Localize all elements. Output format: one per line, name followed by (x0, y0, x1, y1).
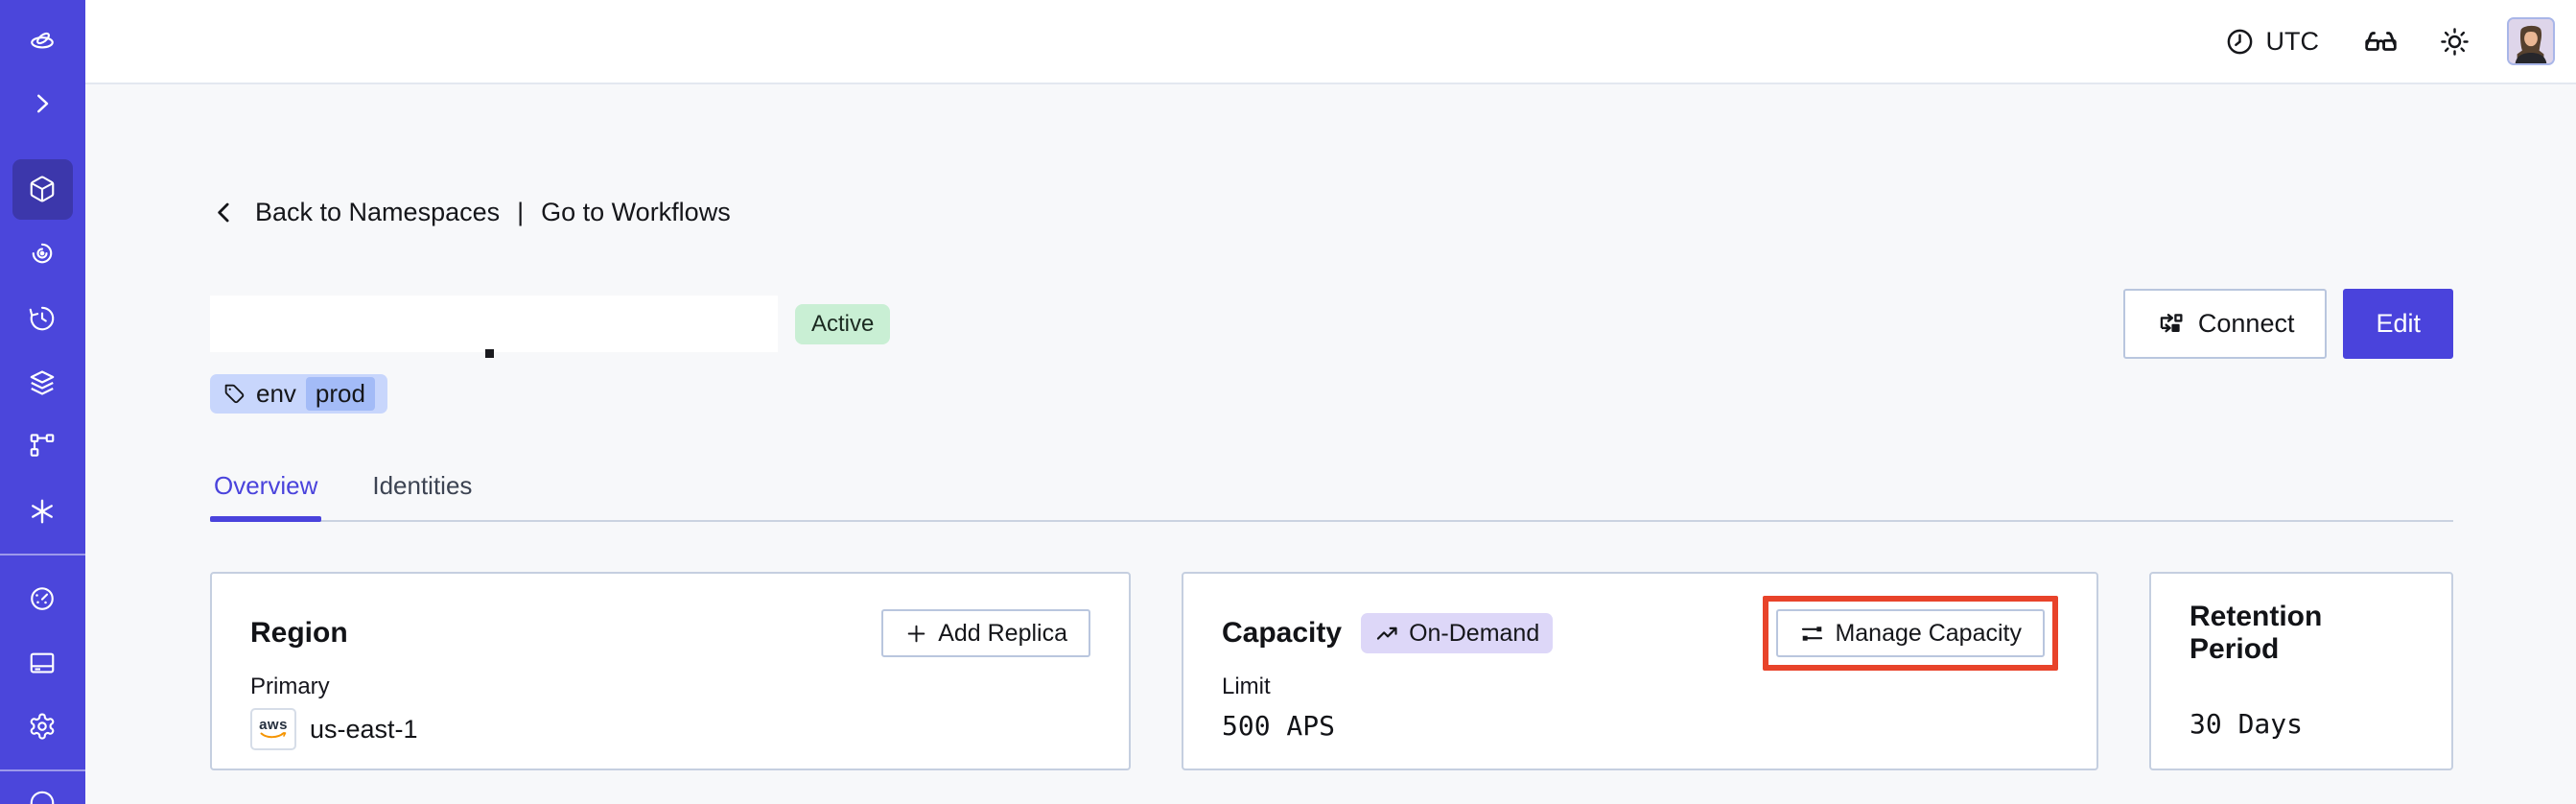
add-replica-button[interactable]: Add Replica (881, 609, 1090, 657)
edit-button[interactable]: Edit (2343, 289, 2453, 359)
breadcrumb-separator: | (517, 198, 525, 226)
redaction-artifact (485, 349, 494, 358)
region-value: us-east-1 (310, 714, 418, 744)
env-tag-pill: env prod (210, 374, 387, 414)
sidebar (0, 0, 85, 804)
top-header: UTC (85, 0, 2576, 84)
sidebar-item-billing-icon[interactable] (28, 649, 57, 677)
namespace-actions: Connect Edit (2122, 289, 2453, 359)
annotation-highlight-box: Manage Capacity (1763, 596, 2058, 671)
sidebar-item-settings-gear-icon[interactable] (28, 712, 57, 741)
timezone-selector[interactable]: UTC (2225, 26, 2320, 57)
theme-toggle-sun-icon[interactable] (2439, 26, 2471, 58)
primary-label: Primary (250, 674, 330, 699)
sidebar-item-workflows-icon[interactable] (28, 239, 57, 268)
clock-icon (2225, 27, 2255, 57)
add-replica-button-label: Add Replica (938, 619, 1067, 647)
ondemand-badge: On-Demand (1361, 613, 1554, 653)
ondemand-badge-label: On-Demand (1409, 619, 1540, 647)
edit-button-label: Edit (2376, 309, 2421, 338)
aws-provider-icon: aws (250, 708, 296, 750)
sidebar-divider-bottom (0, 769, 85, 771)
sidebar-item-usage-icon[interactable] (28, 584, 57, 613)
sidebar-item-deployments-icon[interactable] (28, 368, 57, 397)
region-card-header: Region Add Replica (250, 608, 1090, 658)
retention-card-header: Retention Period (2190, 601, 2413, 665)
timezone-label: UTC (2265, 26, 2320, 56)
connect-button[interactable]: Connect (2122, 289, 2328, 359)
capacity-title-group: Capacity On-Demand (1222, 613, 1554, 653)
sidebar-item-account-icon[interactable] (28, 789, 57, 804)
namespace-title-group: Active (210, 296, 891, 358)
limit-value: 500 APS (1222, 710, 1336, 742)
breadcrumb-go-to-workflows[interactable]: Go to Workflows (541, 198, 731, 226)
sidebar-expand-chevron-icon[interactable] (28, 89, 57, 118)
tag-row: env prod (210, 374, 2453, 414)
tab-overview[interactable]: Overview (210, 471, 322, 522)
breadcrumb-back-to-namespaces[interactable]: Back to Namespaces (255, 198, 501, 226)
connect-button-label: Connect (2197, 309, 2295, 338)
sidebar-item-nexus-icon[interactable] (28, 497, 57, 526)
main-content: Back to Namespaces | Go to Workflows Act… (85, 84, 2576, 804)
region-value-row: aws us-east-1 (250, 708, 1090, 750)
capacity-card-title: Capacity (1222, 617, 1343, 649)
limit-label: Limit (1222, 674, 1271, 699)
tag-key: env (256, 379, 296, 408)
tag-value-chip: prod (305, 376, 375, 412)
namespace-name-redacted (210, 296, 778, 358)
capacity-card-header: Capacity On-Demand (1222, 596, 2058, 671)
sidebar-divider (0, 554, 85, 556)
capacity-card: Capacity On-Demand (1182, 572, 2098, 770)
temporal-logo-icon[interactable] (28, 27, 57, 56)
region-card-title: Region (250, 617, 348, 649)
aws-logo-text: aws (259, 717, 288, 733)
back-chevron-icon[interactable] (210, 199, 238, 226)
sidebar-item-namespaces-icon[interactable] (28, 175, 57, 203)
labs-glasses-icon[interactable] (2363, 24, 2399, 59)
trending-up-icon (1374, 621, 1400, 647)
breadcrumb: Back to Namespaces | Go to Workflows (210, 198, 2453, 227)
manage-capacity-button-label: Manage Capacity (1835, 619, 2022, 647)
tab-bar: Overview Identities (210, 471, 2453, 522)
retention-value: 30 Days (2190, 708, 2304, 740)
namespace-title-row: Active Connect Edit (210, 289, 2453, 359)
retention-card-title: Retention Period (2190, 601, 2323, 665)
sidebar-item-schedules-icon[interactable] (28, 304, 57, 333)
tag-icon (222, 382, 246, 406)
user-avatar[interactable] (2507, 17, 2555, 65)
tab-identities[interactable]: Identities (372, 471, 473, 500)
sidebar-item-workers-icon[interactable] (28, 431, 57, 460)
status-badge: Active (795, 303, 891, 344)
region-card: Region Add Replica Primary aws (210, 572, 1131, 770)
summary-cards: Region Add Replica Primary aws (210, 572, 2453, 770)
manage-capacity-button[interactable]: Manage Capacity (1776, 609, 2045, 657)
retention-card: Retention Period 30 Days (2149, 572, 2453, 770)
